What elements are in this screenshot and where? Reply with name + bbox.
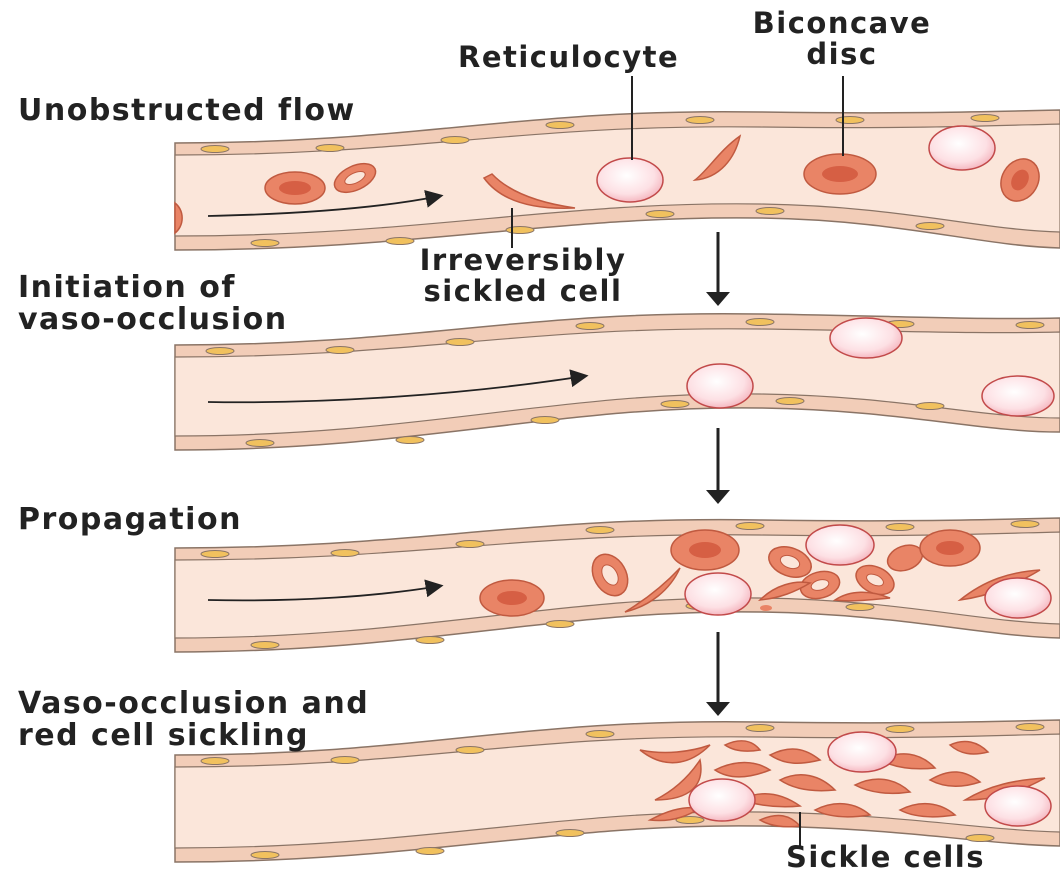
biconcave-disc-label: Biconcave disc — [722, 8, 962, 70]
stage-title-line: Initiation of — [18, 272, 288, 304]
stage-title-initiation: Initiation of vaso-occlusion — [18, 272, 288, 336]
down-arrow-icon — [706, 428, 730, 504]
stage-title-line: Unobstructed flow — [18, 95, 356, 127]
down-arrow-icon — [706, 632, 730, 716]
biconcave-label-line: disc — [722, 39, 962, 70]
stage-title-line: red cell sickling — [18, 720, 369, 752]
irreversibly-sickled-cell-label: Irreversibly sickled cell — [388, 245, 658, 307]
vessel-1 — [175, 110, 1060, 250]
stage-title-line: vaso-occlusion — [18, 304, 288, 336]
sickle-cells-label: Sickle cells — [786, 842, 985, 873]
stage-title-propagation: Propagation — [18, 504, 242, 536]
vessel-3 — [175, 518, 1060, 652]
stage-title-line: Vaso-occlusion and — [18, 688, 369, 720]
irreversibly-label-line: Irreversibly — [388, 245, 658, 276]
stage-title-line: Propagation — [18, 504, 242, 536]
stage-title-vaso-occlusion: Vaso-occlusion and red cell sickling — [18, 688, 369, 752]
reticulocyte-label: Reticulocyte — [458, 42, 679, 73]
stage-title-unobstructed: Unobstructed flow — [18, 95, 356, 127]
irreversibly-label-line: sickled cell — [388, 276, 658, 307]
down-arrow-icon — [706, 232, 730, 306]
biconcave-label-line: Biconcave — [722, 8, 962, 39]
vessel-2 — [175, 314, 1060, 450]
